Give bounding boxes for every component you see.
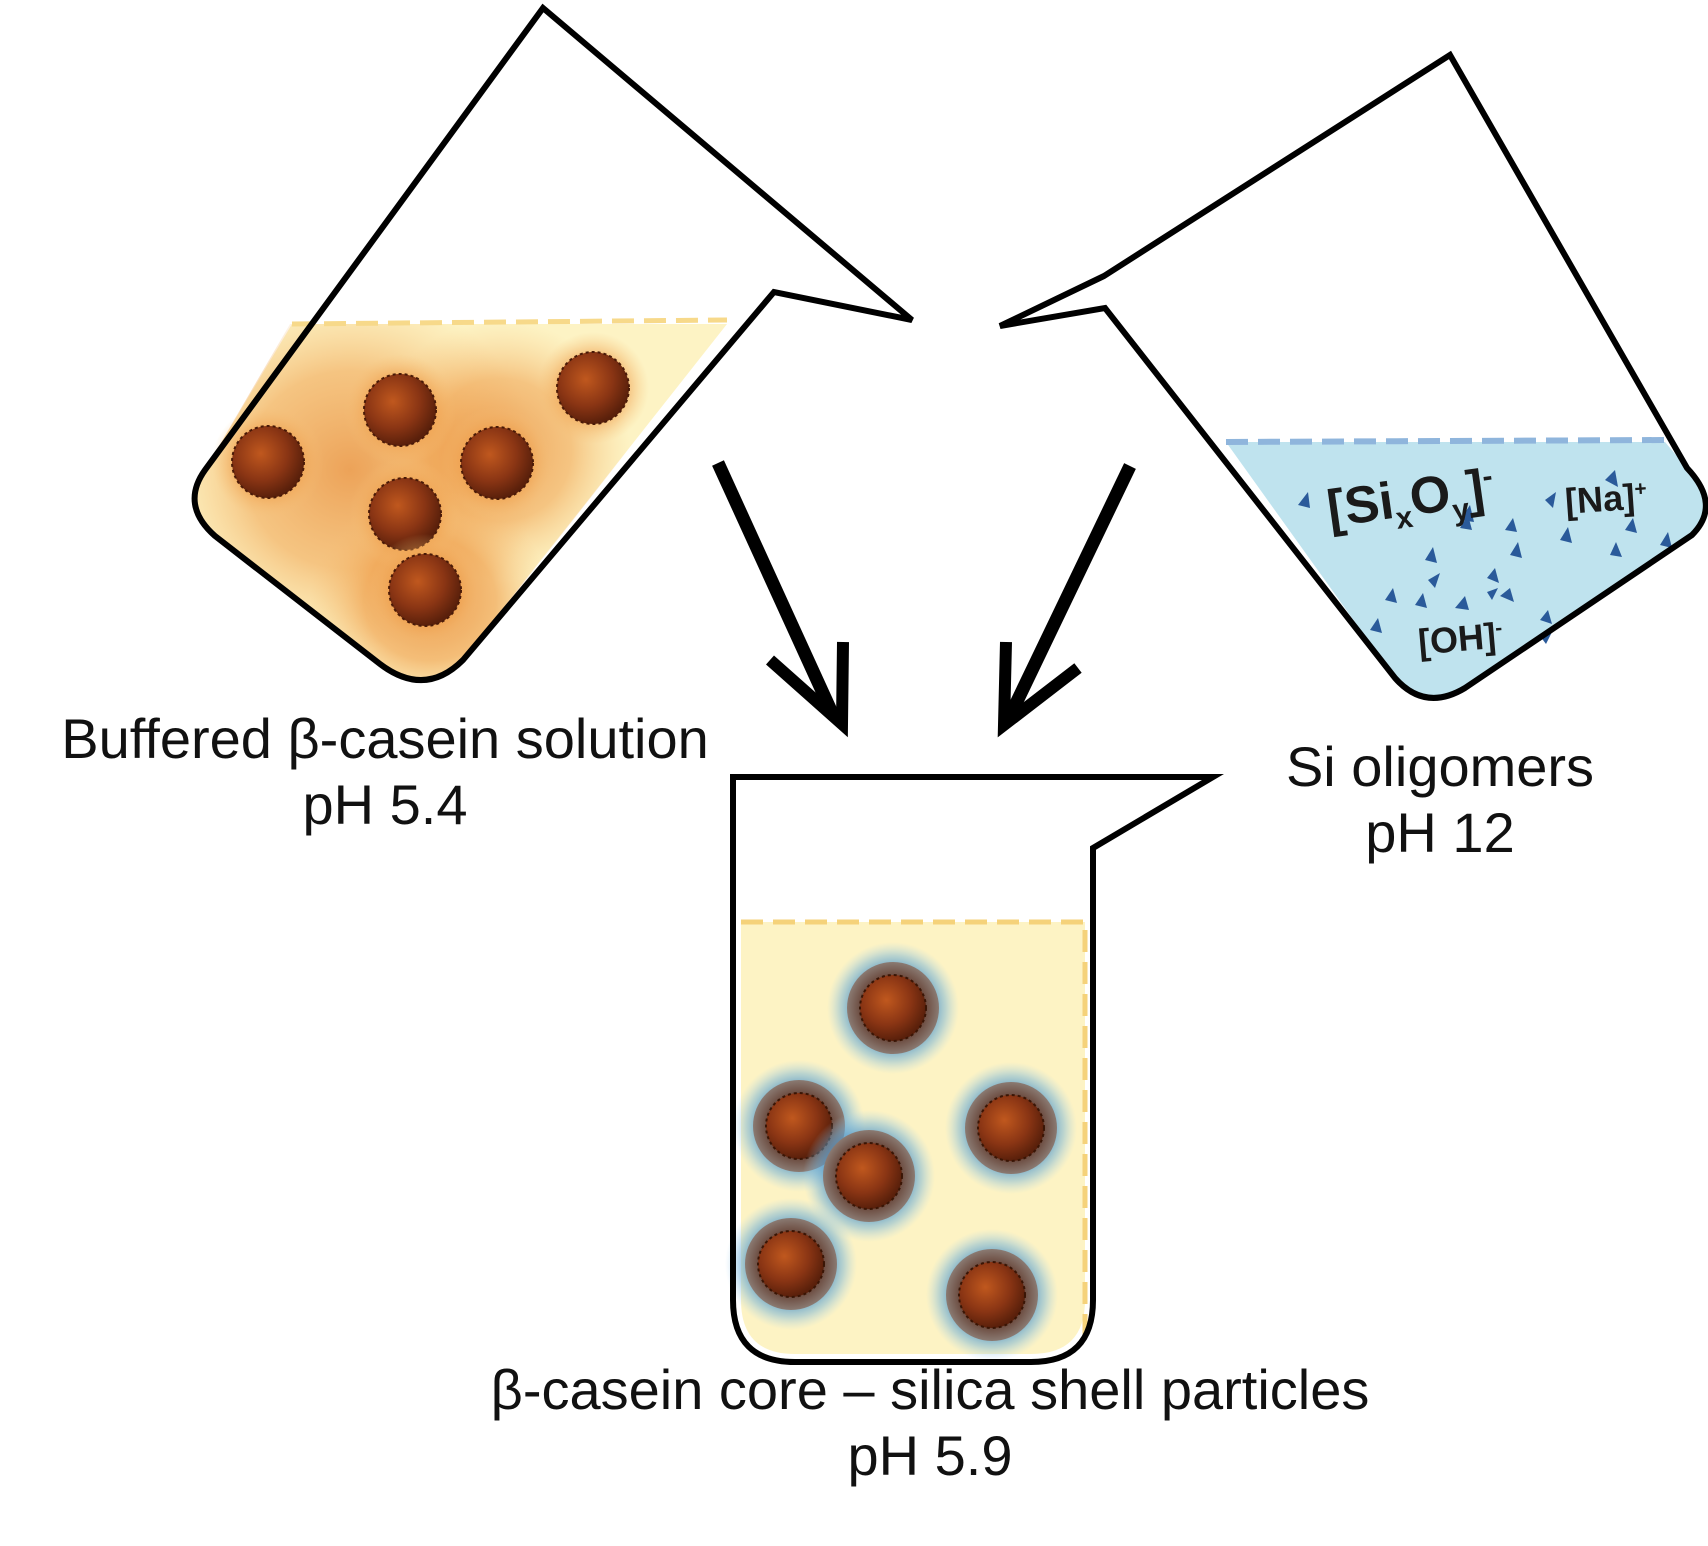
left-beaker-outline (191, 3, 914, 684)
casein-particle (344, 354, 456, 466)
core-shell-caption: β-casein core – silica shell particles p… (380, 1357, 1480, 1489)
casein-solution-ph: pH 5.4 (302, 773, 468, 836)
sodium-ion-label: [Na]+ (1563, 476, 1648, 522)
core-shell-particle (827, 942, 959, 1074)
casein-solution-caption: Buffered β-casein solution pH 5.4 (0, 706, 770, 838)
left-beaker (191, 3, 914, 684)
si-oligomers-name: Si oligomers (1285, 735, 1595, 798)
casein-particle (212, 406, 324, 518)
core-shell-particle (926, 1229, 1058, 1361)
casein-particle (441, 407, 553, 519)
casein-solution-name: Buffered β-casein solution (61, 707, 709, 770)
core-shell-name: β-casein core – silica shell particles (490, 1358, 1370, 1421)
core-shell-particles (725, 942, 1077, 1361)
left-liquid-surface (291, 317, 728, 327)
casein-particle (369, 534, 481, 646)
arrow-right (997, 463, 1136, 738)
si-oligomers-ph: pH 12 (1365, 801, 1515, 864)
bottom-beaker (725, 774, 1224, 1365)
right-beaker-outline (998, 50, 1708, 701)
si-oligomers-caption: Si oligomers pH 12 (1190, 734, 1690, 866)
bottom-liquid-boundary (741, 919, 1088, 1340)
core-shell-particle (803, 1110, 935, 1242)
right-liquid-surface (1225, 437, 1666, 445)
right-beaker (998, 50, 1708, 701)
hydroxide-ion-label: [OH]- (1416, 614, 1504, 663)
right-beaker-liquid (1226, 442, 1706, 698)
arrow-left (712, 460, 849, 738)
casein-particle (537, 332, 649, 444)
casein-particles (212, 332, 649, 646)
casein-particle (349, 458, 461, 570)
bottom-beaker-outline (730, 774, 1224, 1365)
core-shell-particle (945, 1062, 1077, 1194)
ion-markers (1298, 470, 1672, 644)
core-shell-ph: pH 5.9 (847, 1424, 1013, 1487)
core-shell-particle (725, 1198, 857, 1330)
